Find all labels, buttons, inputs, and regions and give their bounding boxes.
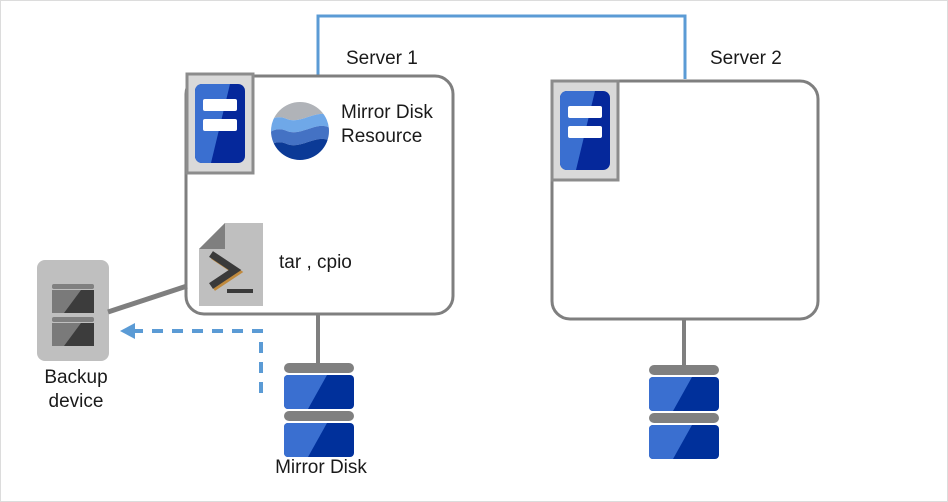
server-icon — [185, 72, 255, 175]
backup-device-icon — [37, 260, 109, 361]
server2-title: Server 2 — [710, 48, 782, 69]
script-terminal-icon — [199, 223, 263, 306]
dashed-left-arrow-icon — [120, 323, 263, 393]
mirror-disk-resource-label: Mirror Disk Resource — [341, 102, 433, 147]
server1-title: Server 1 — [346, 48, 418, 69]
interconnect-line-icon — [316, 14, 687, 79]
backup-device-label: Backup device — [44, 367, 108, 412]
server-icon — [550, 79, 620, 182]
mirror-disk-label: Mirror Disk — [275, 457, 367, 478]
disk-stack-icon — [649, 365, 719, 459]
backup-connector-line — [107, 283, 188, 315]
script-tools-label: tar , cpio — [279, 252, 352, 273]
disk-stack-icon — [284, 363, 354, 457]
